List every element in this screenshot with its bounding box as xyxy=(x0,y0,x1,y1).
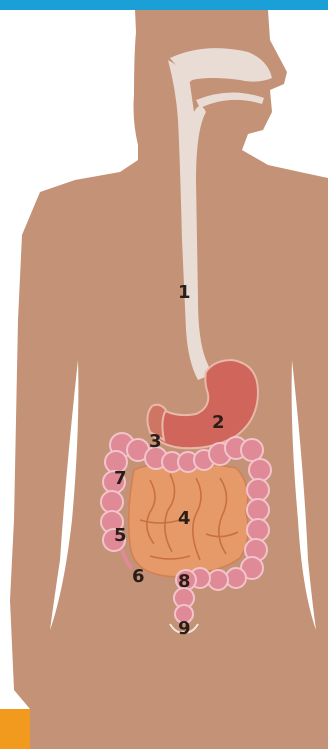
label-1: 1 xyxy=(178,282,191,303)
body-silhouette xyxy=(10,10,328,749)
label-6: 6 xyxy=(132,566,145,587)
label-9: 9 xyxy=(178,618,191,639)
label-3: 3 xyxy=(149,431,162,452)
label-5: 5 xyxy=(114,525,127,546)
label-8: 8 xyxy=(178,571,191,592)
corner-accent xyxy=(0,709,30,749)
label-7: 7 xyxy=(114,468,127,489)
label-2: 2 xyxy=(212,412,225,433)
label-4: 4 xyxy=(178,508,191,529)
